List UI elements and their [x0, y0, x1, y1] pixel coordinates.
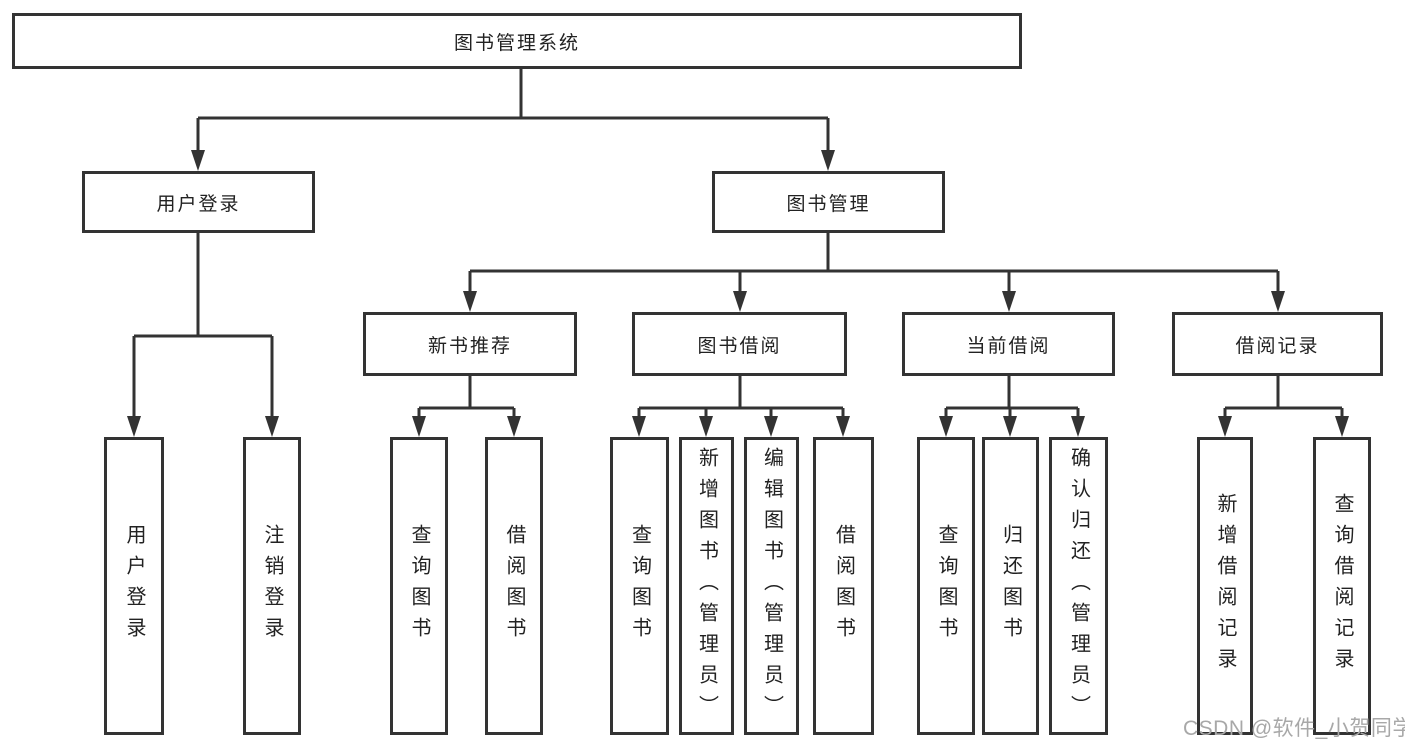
leaf-logout-login: 注销登录 [243, 437, 301, 735]
leaf-query-borrow-record: 查询借阅记录 [1313, 437, 1371, 735]
leaf-label: 查询借阅记录 [1331, 493, 1353, 679]
leaf-return-books: 归还图书 [982, 437, 1039, 735]
leaf-add-borrow-record: 新增借阅记录 [1197, 437, 1253, 735]
leaf-label: 查询图书 [935, 524, 957, 648]
arrow-down-icon [1002, 291, 1016, 312]
arrow-down-icon [836, 416, 850, 437]
node-library-system: 图书管理系统 [12, 13, 1022, 69]
node-borrowing-records: 借阅记录 [1172, 312, 1383, 376]
leaf-newrec-borrow-books: 借阅图书 [485, 437, 543, 735]
arrow-down-icon [733, 291, 747, 312]
leaf-label: 借阅图书 [832, 524, 855, 648]
leaf-label: 新增图书（管理员） [695, 446, 718, 726]
arrow-down-icon [127, 416, 141, 437]
arrow-down-icon [463, 291, 477, 312]
arrow-down-icon [1003, 416, 1017, 437]
node-book-borrowing: 图书借阅 [632, 312, 847, 376]
arrow-down-icon [507, 416, 521, 437]
csdn-watermark: CSDN @软件_小贺同学 [1183, 717, 1405, 740]
arrow-down-icon [1218, 416, 1232, 437]
arrow-down-icon [412, 416, 426, 437]
leaf-newrec-query-books: 查询图书 [390, 437, 448, 735]
node-book-management: 图书管理 [712, 171, 945, 233]
leaf-label: 新增借阅记录 [1214, 493, 1236, 679]
arrow-down-icon [821, 150, 835, 171]
arrow-down-icon [265, 416, 279, 437]
arrow-down-icon [699, 416, 713, 437]
leaf-label: 用户登录 [123, 524, 145, 648]
arrowhead-group [127, 150, 1349, 437]
leaf-user-login: 用户登录 [104, 437, 164, 735]
leaf-current-query-books: 查询图书 [917, 437, 975, 735]
arrow-down-icon [939, 416, 953, 437]
arrow-down-icon [632, 416, 646, 437]
leaf-label: 编辑图书（管理员） [760, 446, 783, 726]
arrow-down-icon [191, 150, 205, 171]
leaf-label: 归还图书 [999, 524, 1022, 648]
leaf-label: 查询图书 [628, 524, 651, 648]
leaf-add-books-admin: 新增图书（管理员） [679, 437, 734, 735]
arrow-down-icon [1335, 416, 1349, 437]
leaf-borrow-borrow-books: 借阅图书 [813, 437, 874, 735]
leaf-label: 查询图书 [408, 524, 430, 648]
arrow-down-icon [1071, 416, 1085, 437]
leaf-edit-books-admin: 编辑图书（管理员） [744, 437, 799, 735]
arrow-down-icon [1271, 291, 1285, 312]
node-new-book-recommend: 新书推荐 [363, 312, 577, 376]
node-current-borrowing: 当前借阅 [902, 312, 1115, 376]
leaf-label: 借阅图书 [503, 524, 525, 648]
leaf-confirm-return-admin: 确认归还（管理员） [1049, 437, 1108, 735]
leaf-label: 注销登录 [261, 524, 283, 648]
node-user-login: 用户登录 [82, 171, 315, 233]
leaf-borrow-query-books: 查询图书 [610, 437, 669, 735]
leaf-label: 确认归还（管理员） [1067, 446, 1090, 726]
arrow-down-icon [764, 416, 778, 437]
